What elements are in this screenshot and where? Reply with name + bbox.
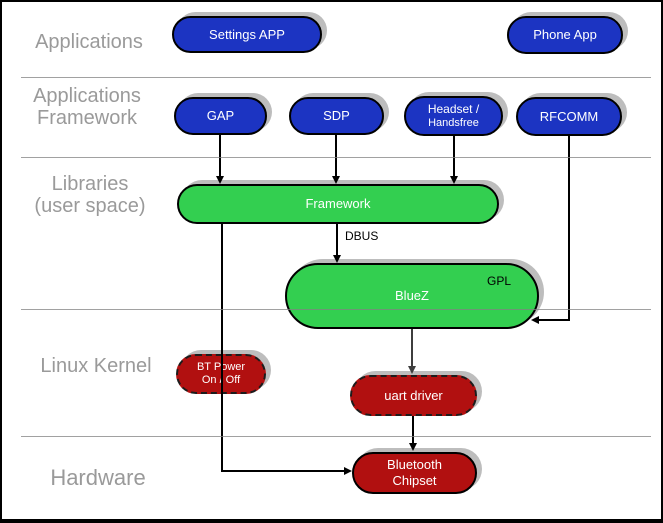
node-bluetooth-chipset: Bluetooth Chipset <box>352 452 477 494</box>
node-sdp: SDP <box>289 97 384 135</box>
arrowhead-framework-chipset <box>344 467 352 475</box>
node-framework-label: Framework <box>305 196 371 212</box>
arrowhead-gap-framework <box>216 176 224 184</box>
node-rfcomm-label: RFCOMM <box>539 108 599 124</box>
connector-rfcomm-bluez-vertical <box>568 136 570 321</box>
layer-divider-2 <box>21 157 651 158</box>
connector-framework-chipset-horizontal <box>221 470 345 472</box>
node-chipset-label-line1: Bluetooth <box>387 457 442 473</box>
node-framework: Framework <box>177 184 499 224</box>
node-headset-handsfree: Headset / Handsfree <box>404 96 503 136</box>
node-chipset-label-line2: Chipset <box>392 473 437 488</box>
arrowhead-bluez-uart <box>408 366 416 374</box>
node-uart-driver: uart driver <box>350 375 477 416</box>
node-headset-label-line1: Headset / <box>427 102 480 117</box>
layer-label-applications-framework: Applications Framework <box>33 85 141 129</box>
layer-divider-3 <box>21 309 651 310</box>
layer-label-hardware: Hardware <box>50 465 146 490</box>
node-sdp-label: SDP <box>323 108 350 124</box>
layer-label-linux-kernel: Linux Kernel <box>40 355 152 377</box>
layer-label-libraries-user-space: Libraries (user space) <box>34 173 146 217</box>
arrowhead-sdp-framework <box>332 176 340 184</box>
connector-bluez-uart <box>411 329 413 368</box>
node-phone-app-label: Phone App <box>533 27 597 43</box>
arrowhead-headset-framework <box>450 176 458 184</box>
connector-framework-chipset-vertical <box>221 224 223 472</box>
layer-divider-4 <box>21 436 651 437</box>
arrowhead-uart-chipset <box>409 443 417 451</box>
node-gap-label: GAP <box>206 108 235 124</box>
node-gap: GAP <box>174 97 267 135</box>
connector-sdp-framework <box>335 135 337 178</box>
node-bluez-label: BlueZ <box>395 288 429 304</box>
node-settings-app: Settings APP <box>172 16 322 53</box>
node-settings-app-label: Settings APP <box>209 26 285 42</box>
node-phone-app: Phone App <box>507 16 623 54</box>
node-rfcomm: RFCOMM <box>516 97 622 136</box>
connector-framework-bluez <box>336 224 338 257</box>
layer-divider-1 <box>21 77 651 78</box>
connector-rfcomm-bluez-horizontal <box>538 319 570 321</box>
arrowhead-framework-bluez <box>333 255 341 263</box>
connector-uart-chipset <box>412 416 414 445</box>
connector-gap-framework <box>219 135 221 178</box>
gpl-tag: GPL <box>486 274 511 288</box>
node-uart-driver-label: uart driver <box>384 387 443 403</box>
node-bluez: BlueZ GPL <box>285 263 539 329</box>
arrowhead-rfcomm-bluez <box>531 316 539 324</box>
layer-label-applications: Applications <box>35 31 143 53</box>
connector-label-dbus: DBUS <box>345 229 379 243</box>
node-headset-label-line2: Handsfree <box>428 116 479 129</box>
